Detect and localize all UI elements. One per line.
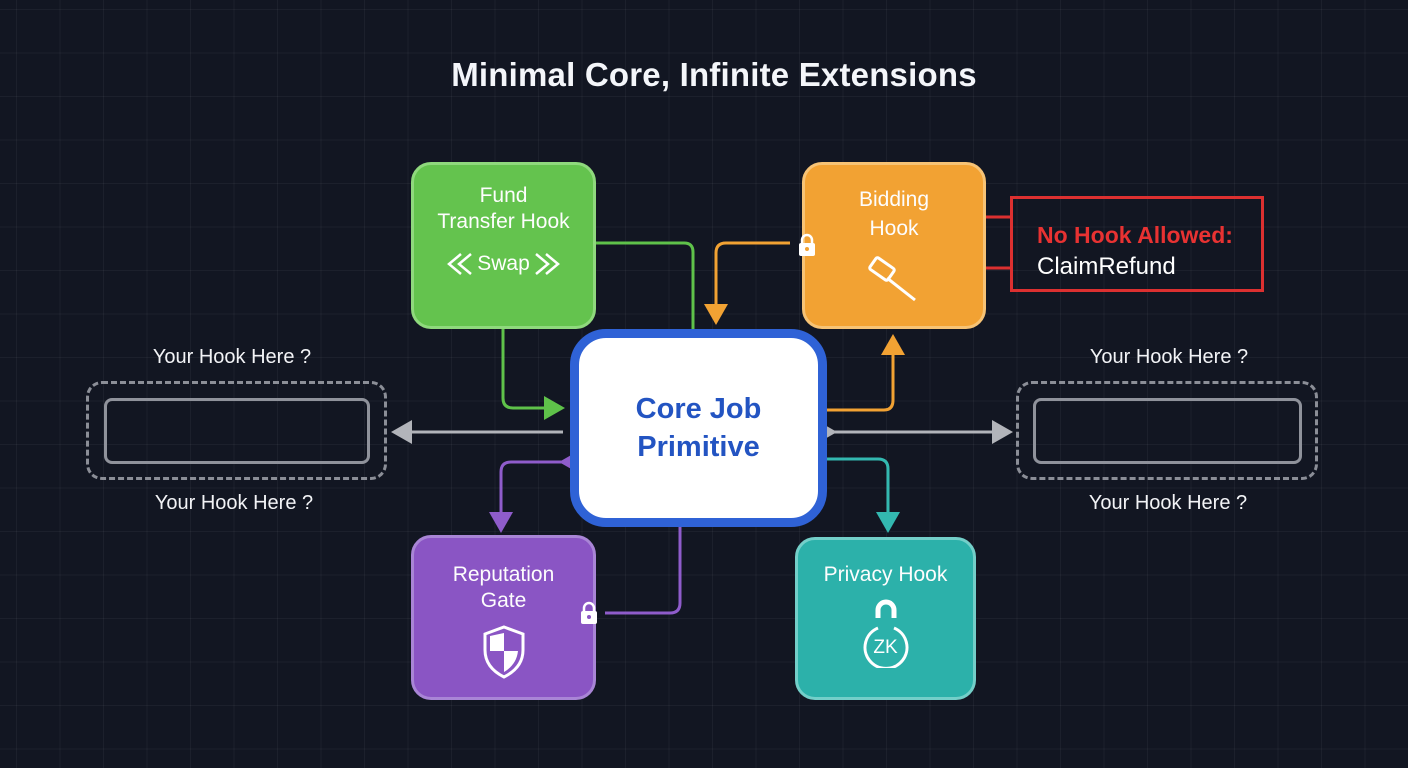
zk-label: ZK: [873, 637, 898, 658]
left-hook-slot-inner[interactable]: [104, 398, 370, 464]
gavel-icon: [868, 256, 916, 302]
swap-label: Swap: [477, 252, 530, 275]
swap-arrows-icon: Swap: [414, 251, 593, 277]
left-hook-slot[interactable]: [86, 381, 387, 480]
core-line1: Core Job: [635, 393, 762, 425]
diagram-title: Minimal Core, Infinite Extensions: [451, 56, 977, 93]
bidding-lock-icon: [799, 233, 815, 256]
no-hook-allowed-box: No Hook Allowed: ClaimRefund: [1010, 196, 1264, 292]
shield-icon: [483, 625, 524, 679]
privacy-hook[interactable]: Privacy Hook ZK: [795, 537, 976, 700]
reputation-gate-line2: Gate: [480, 589, 527, 612]
claim-refund-label: ClaimRefund: [1037, 253, 1176, 280]
right-hook-slot-inner[interactable]: [1033, 398, 1302, 464]
right-hook-slot[interactable]: [1016, 381, 1318, 480]
fund-transfer-hook-line2: Transfer Hook: [437, 210, 570, 233]
left-placeholder-top-label: Your Hook Here ?: [152, 346, 312, 368]
bidding-hook-line2: Hook: [869, 217, 919, 240]
bidding-hook-line1: Bidding: [858, 188, 930, 211]
right-placeholder-top-label: Your Hook Here ?: [1089, 346, 1249, 368]
privacy-hook-label: Privacy Hook: [823, 563, 948, 586]
fund-transfer-hook[interactable]: Fund Transfer Hook Swap: [411, 162, 596, 329]
fund-transfer-hook-line1: Fund: [479, 184, 528, 207]
left-placeholder-bottom-label: Your Hook Here ?: [154, 492, 314, 514]
zk-lock-icon: ZK: [856, 596, 916, 668]
no-hook-allowed-heading: No Hook Allowed:: [1037, 222, 1233, 248]
bidding-hook[interactable]: Bidding Hook: [802, 162, 986, 329]
reputation-lock-icon: [581, 601, 597, 624]
core-line2: Primitive: [637, 431, 760, 463]
core-job-primitive[interactable]: Core Job Primitive: [570, 329, 827, 527]
reputation-gate-line1: Reputation: [452, 563, 555, 586]
right-placeholder-bottom-label: Your Hook Here ?: [1088, 492, 1248, 514]
reputation-gate-hook[interactable]: Reputation Gate: [411, 535, 596, 700]
